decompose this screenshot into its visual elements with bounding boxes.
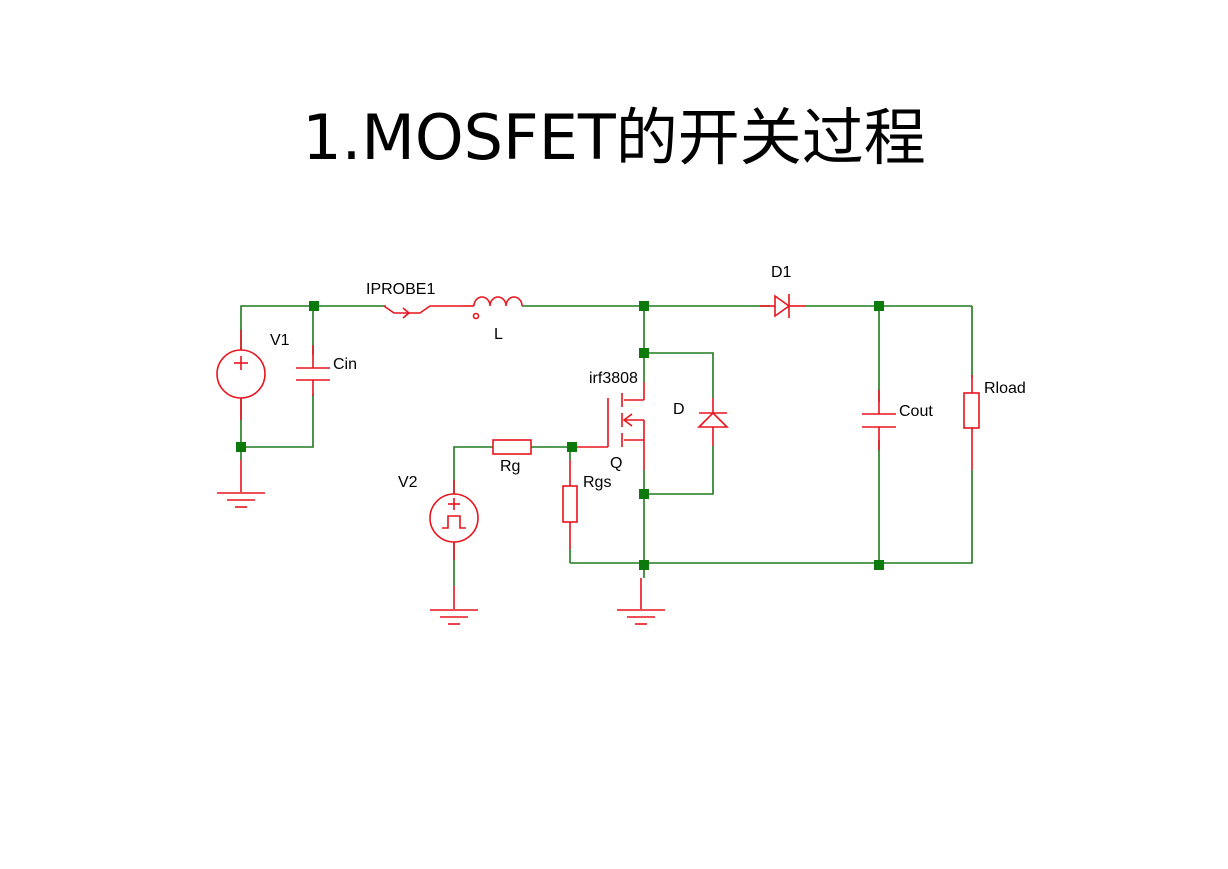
rg-label: Rg bbox=[500, 458, 520, 475]
ground-icon bbox=[430, 586, 478, 625]
cout-label: Cout bbox=[899, 403, 933, 420]
cout-capacitor bbox=[862, 390, 896, 450]
rload-resistor bbox=[963, 375, 980, 470]
slide-title: 1.MOSFET的开关过程 bbox=[302, 101, 926, 174]
rgs-label: Rgs bbox=[583, 474, 611, 491]
inductor bbox=[460, 296, 523, 320]
iprobe-label: IPROBE1 bbox=[366, 281, 435, 298]
mosfet bbox=[577, 382, 645, 470]
v1-label: V1 bbox=[270, 332, 290, 349]
ground-icon bbox=[617, 578, 665, 625]
rgs-resistor bbox=[562, 460, 578, 549]
q-label: Q bbox=[610, 455, 622, 472]
d-label: D bbox=[673, 401, 685, 418]
v1-source bbox=[216, 330, 266, 420]
mosfet-part-label: irf3808 bbox=[589, 370, 638, 387]
d1-diode bbox=[760, 294, 805, 318]
v2-pulse-source bbox=[429, 480, 479, 560]
rload-label: Rload bbox=[984, 380, 1026, 397]
v2-label: V2 bbox=[398, 474, 418, 491]
junction-nodes bbox=[236, 301, 884, 570]
l-label: L bbox=[494, 326, 503, 343]
cin-label: Cin bbox=[333, 356, 357, 373]
current-probe bbox=[383, 305, 460, 319]
cin-capacitor bbox=[296, 345, 330, 396]
wires bbox=[240, 305, 973, 586]
body-diode bbox=[697, 398, 729, 446]
ground-icon bbox=[217, 460, 265, 508]
d1-label: D1 bbox=[771, 264, 792, 281]
rg-resistor bbox=[492, 439, 532, 455]
